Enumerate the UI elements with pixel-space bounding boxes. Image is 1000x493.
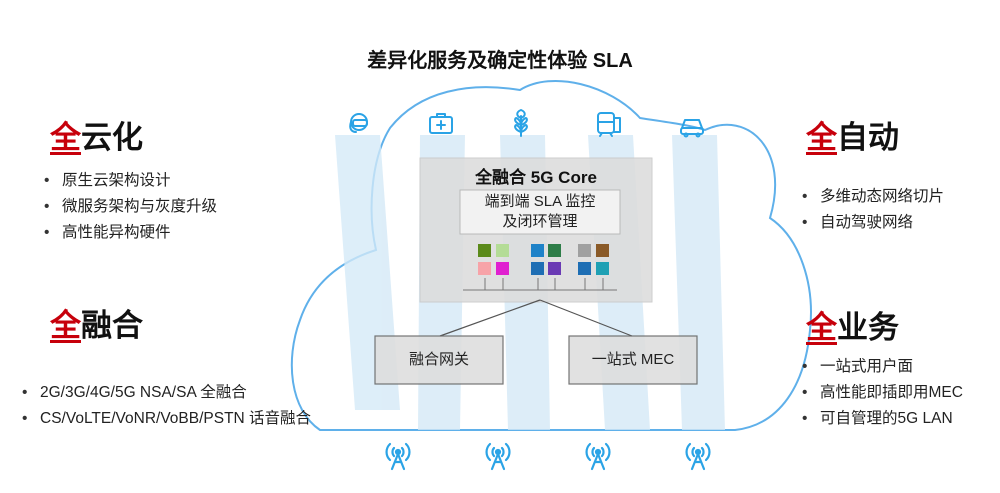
service-list: 一站式用户面 高性能即插即用MEC 可自管理的5G LAN [798, 354, 963, 432]
cloud-list: 原生云架构设计 微服务架构与灰度升级 高性能异构硬件 [40, 168, 217, 246]
list-item: 2G/3G/4G/5G NSA/SA 全融合 [18, 380, 311, 406]
heading-auto-first: 全 [806, 120, 837, 155]
core-module [496, 262, 509, 275]
gateway-box-right [568, 335, 698, 385]
core-module [578, 244, 591, 257]
antenna-row [385, 442, 711, 471]
heading-fusion: 全融合 [50, 300, 143, 345]
vr-headset-icon [349, 113, 368, 133]
core-module [496, 244, 509, 257]
list-item: 多维动态网络切片 [798, 184, 944, 210]
core-title: 全融合 5G Core [475, 168, 597, 187]
list-item: 微服务架构与灰度升级 [40, 194, 217, 220]
heading-cloud-rest: 云化 [81, 120, 143, 155]
car-icon [680, 119, 704, 138]
antenna-icon [385, 442, 411, 471]
core-module [548, 244, 561, 257]
list-item: 高性能异构硬件 [40, 220, 217, 246]
core-bus [463, 278, 617, 291]
fusion-list: 2G/3G/4G/5G NSA/SA 全融合 CS/VoLTE/VoNR/VoB… [18, 380, 311, 432]
core-module [531, 262, 544, 275]
list-item: 可自管理的5G LAN [798, 406, 963, 432]
heading-cloud: 全云化 [50, 112, 143, 157]
heading-fusion-first: 全 [50, 308, 81, 343]
core-module [578, 262, 591, 275]
core-module [596, 262, 609, 275]
heading-auto: 全自动 [806, 112, 899, 157]
monitor-line-2: 及闭环管理 [502, 213, 578, 230]
heading-cloud-first: 全 [50, 120, 81, 155]
list-item: 自动驾驶网络 [798, 210, 944, 236]
gateway-connectors [439, 299, 633, 337]
medical-kit-icon [429, 113, 453, 134]
heading-service-rest: 业务 [837, 310, 899, 345]
gateway-box-left [374, 335, 504, 385]
gateway-right-label: 一站式 MEC [591, 351, 675, 368]
list-item: 一站式用户面 [798, 354, 963, 380]
core-module [531, 244, 544, 257]
antenna-icon [685, 442, 711, 471]
list-item: 高性能即插即用MEC [798, 380, 963, 406]
list-item: CS/VoLTE/VoNR/VoBB/PSTN 话音融合 [18, 406, 311, 432]
page-title: 差异化服务及确定性体验 SLA [367, 50, 633, 72]
heading-auto-rest: 自动 [837, 120, 899, 155]
monitor-text: 端到端 SLA 监控 及闭环管理 [460, 192, 620, 232]
heading-service-first: 全 [806, 310, 837, 345]
gateway-left-label: 融合网关 [408, 351, 469, 368]
core-modules [478, 244, 609, 275]
core-module [596, 244, 609, 257]
wheat-icon [514, 109, 528, 137]
heading-service: 全业务 [806, 302, 899, 347]
core-module [478, 244, 491, 257]
list-item: 原生云架构设计 [40, 168, 217, 194]
monitor-box [459, 189, 621, 235]
core-module [478, 262, 491, 275]
core-module [548, 262, 561, 275]
monitor-line-1: 端到端 SLA 监控 [484, 193, 596, 210]
auto-list: 多维动态网络切片 自动驾驶网络 [798, 184, 944, 236]
heading-fusion-rest: 融合 [81, 308, 143, 343]
antenna-icon [585, 442, 611, 471]
train-icon [597, 112, 621, 137]
antenna-icon [485, 442, 511, 471]
